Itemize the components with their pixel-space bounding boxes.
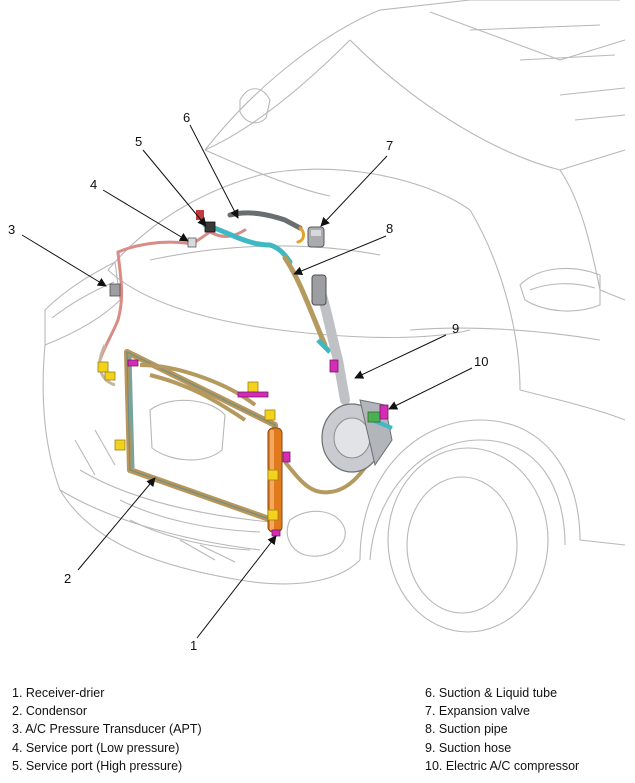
legend-right: 6. Suction & Liquid tube 7. Expansion va… [425,684,579,775]
legend-item-8: 8. Suction pipe [425,722,508,737]
legend-item-10: 10. Electric A/C compressor [425,758,580,773]
legend-item-3: 3. A/C Pressure Transducer (APT) [12,722,202,737]
suction-liquid-tube [202,210,305,265]
fittings [127,359,389,537]
callout-2: 2 [64,571,71,586]
callout-4: 4 [90,177,97,192]
callout-5: 5 [135,134,142,149]
callout-9: 9 [452,321,459,336]
legend-item-6: 6. Suction & Liquid tube [425,686,558,700]
legend-item-1: 1. Receiver-drier [12,686,105,700]
clamps [97,361,279,521]
service-port-low [187,237,197,248]
legend-left: 1. Receiver-drier 2. Condensor 3. A/C Pr… [12,684,202,775]
callout-6: 6 [183,110,190,125]
legend-item-2: 2. Condensor [12,704,88,719]
ac-system-diagram: 1 2 3 4 5 6 7 8 9 10 [8,0,626,653]
legend-item-9: 9. Suction hose [425,740,512,755]
condenser-hose [149,373,247,422]
legend-item-4: 4. Service port (Low pressure) [12,740,180,755]
callout-10: 10 [474,354,488,369]
suction-hose [311,274,350,405]
liquid-line [98,228,247,362]
leader-lines [21,124,473,639]
expansion-valve [307,226,325,248]
suction-pipe-end [316,338,332,354]
callout-7: 7 [386,138,393,153]
apt-sensor [109,283,121,297]
car-body-outline [42,0,626,633]
callout-8: 8 [386,221,393,236]
callout-3: 3 [8,222,15,237]
condenser [124,349,278,523]
legend-item-7: 7. Expansion valve [425,704,530,719]
suction-pipe [282,255,328,348]
legend-item-5: 5. Service port (High pressure) [12,758,183,773]
callout-1: 1 [190,638,197,653]
service-port-high [196,210,216,233]
